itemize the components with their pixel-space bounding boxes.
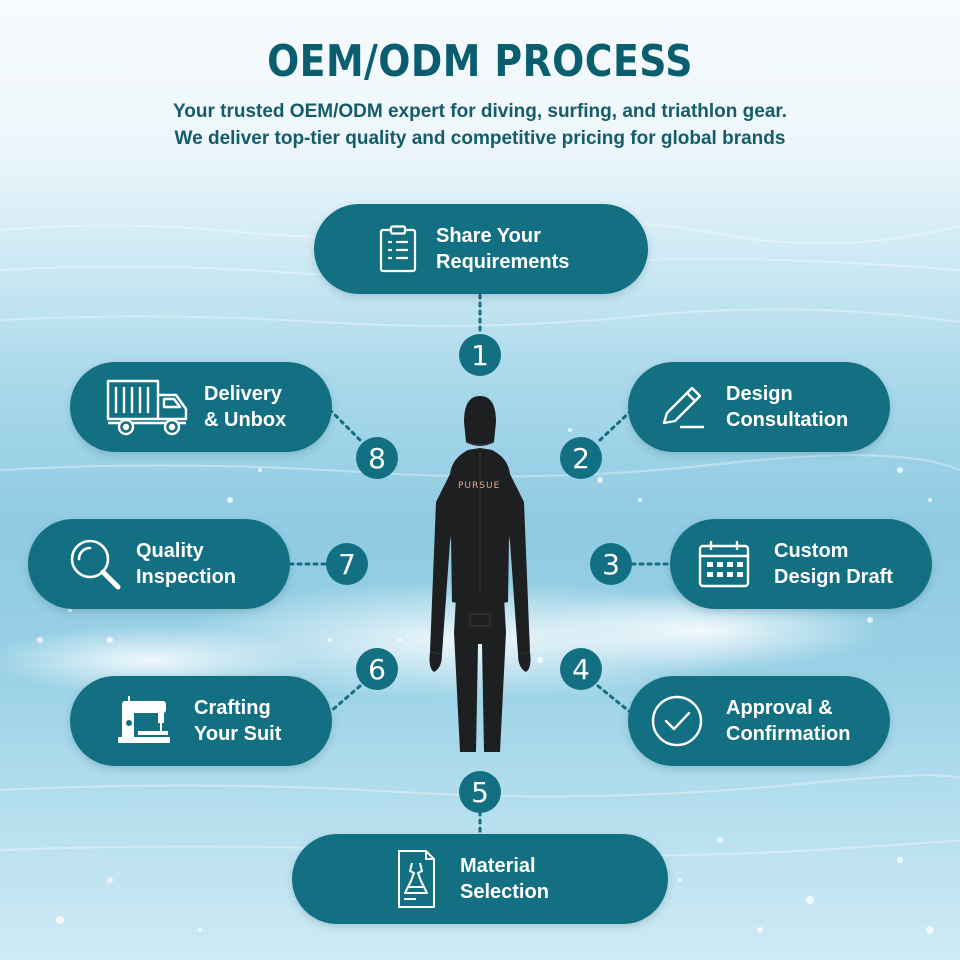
step-number-4: 4: [560, 648, 602, 690]
step-6-crafting-suit: Crafting Your Suit: [70, 676, 332, 766]
step-4-label: Approval & Confirmation: [726, 697, 851, 745]
step-number-7: 7: [326, 543, 368, 585]
truck-icon: [106, 377, 190, 437]
step-3-label: Custom Design Draft: [774, 540, 893, 588]
step-5-material-selection: Material Selection: [292, 834, 668, 924]
step-1-label: Share Your Requirements: [436, 225, 570, 273]
step-number-6: 6: [356, 648, 398, 690]
dress-sketch-icon: [396, 849, 436, 909]
step-5-label: Material Selection: [460, 855, 549, 903]
subtitle: Your trusted OEM/ODM expert for diving, …: [0, 98, 960, 152]
step-4-approval-confirmation: Approval & Confirmation: [628, 676, 890, 766]
step-7-quality-inspection: Quality Inspection: [28, 519, 290, 609]
clipboard-icon: [378, 223, 418, 275]
pencil-icon: [658, 383, 706, 431]
step-1-share-requirements: Share Your Requirements: [314, 204, 648, 294]
sewing-machine-icon: [114, 695, 174, 747]
page-title: OEM/ODM PROCESS: [267, 36, 693, 87]
brand-logo: PURSUE: [458, 481, 500, 491]
subtitle-line-2: We deliver top-tier quality and competit…: [174, 128, 786, 149]
step-3-custom-design-draft: Custom Design Draft: [670, 519, 932, 609]
step-number-1: 1: [459, 334, 501, 376]
step-number-2: 2: [560, 437, 602, 479]
step-2-label: Design Consultation: [726, 383, 849, 431]
step-2-design-consultation: Design Consultation: [628, 362, 890, 452]
step-number-5: 5: [459, 771, 501, 813]
calendar-icon: [698, 540, 750, 588]
header: OEM/ODM PROCESS Your trusted OEM/ODM exp…: [0, 34, 960, 152]
step-7-label: Quality Inspection: [136, 540, 237, 588]
step-8-label: Delivery & Unbox: [204, 383, 287, 431]
wetsuit-image: PURSUE: [429, 396, 531, 752]
magnifier-icon: [68, 537, 122, 591]
step-number-8: 8: [356, 437, 398, 479]
checkmark-circle-icon: [650, 694, 704, 748]
step-number-3: 3: [590, 543, 632, 585]
subtitle-line-1: Your trusted OEM/ODM expert for diving, …: [172, 101, 788, 122]
step-6-label: Crafting Your Suit: [194, 697, 282, 745]
step-8-delivery-unbox: Delivery & Unbox: [70, 362, 332, 452]
